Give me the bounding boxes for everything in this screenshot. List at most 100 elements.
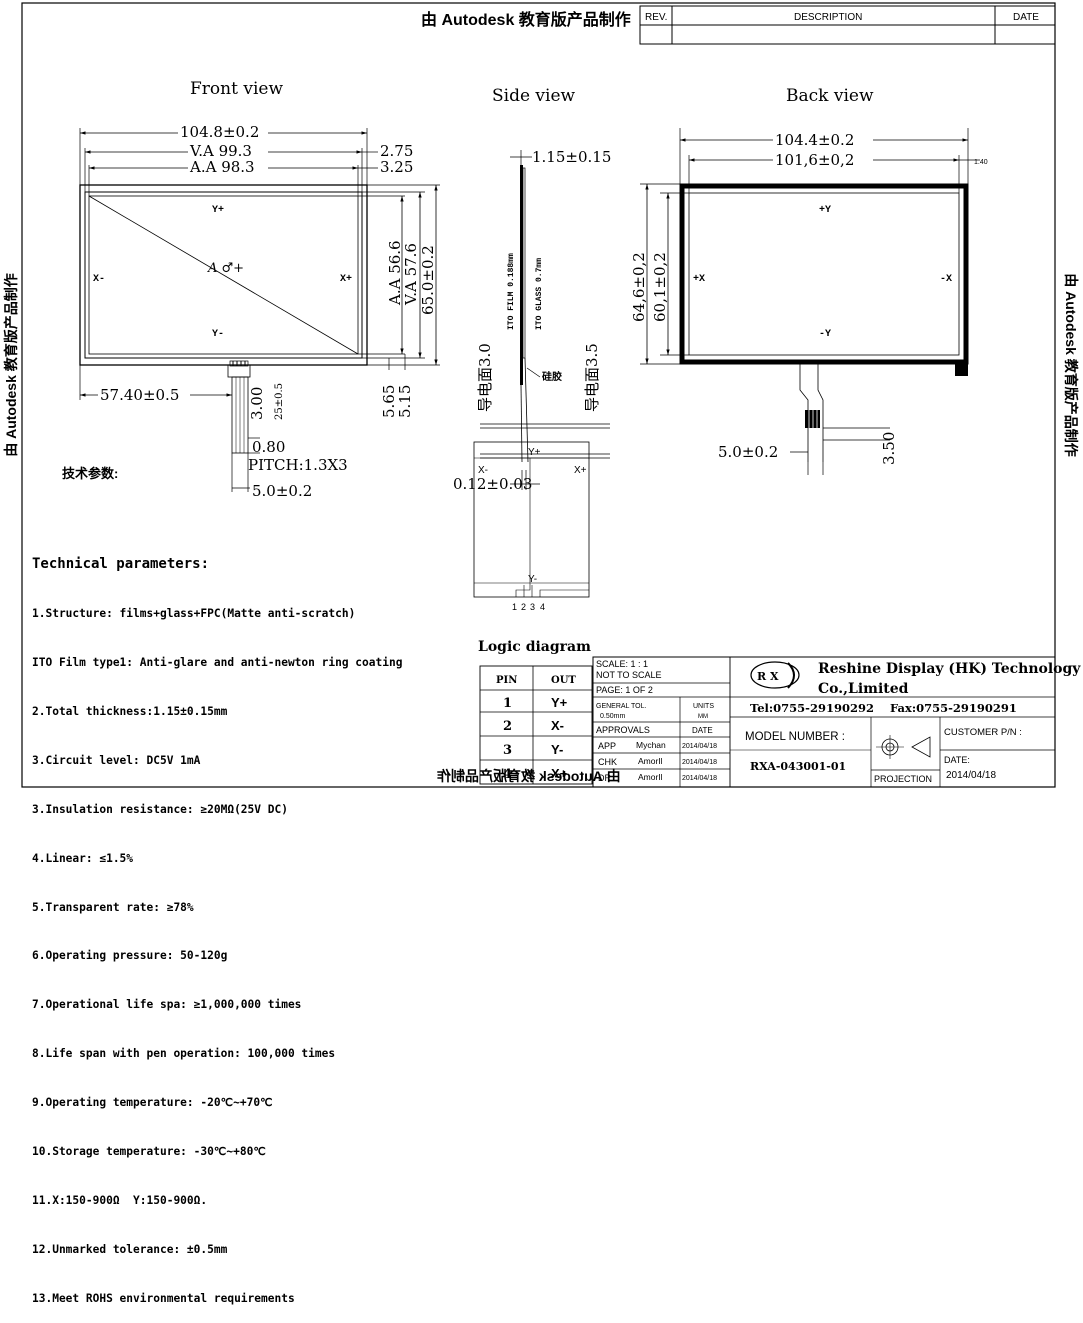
front-dim-aa: A.A 98.3 <box>189 158 255 176</box>
front-center-mark: A ♂+ <box>207 261 244 276</box>
dr-label: DR <box>598 773 611 783</box>
tech-line-4: 3.Circuit level: DC5V 1mA <box>32 753 201 767</box>
technical-parameters: Technical parameters: 1.Structure: films… <box>32 521 402 1323</box>
front-dim-aa-h: A.A 56.6 <box>386 240 404 306</box>
table-row-3-pin: 3 <box>503 743 512 758</box>
description-header: DESCRIPTION <box>794 12 862 23</box>
model-number-label: MODEL NUMBER : <box>745 731 845 743</box>
title-block: SCALE: 1 : 1 NOT TO SCALE PAGE: 1 OF 2 G… <box>592 656 1081 788</box>
company-fax: Fax:0755-29190291 <box>890 701 1017 715</box>
logic-pin-4: 4 <box>540 602 545 612</box>
units-label: UNITS <box>693 703 714 710</box>
tech-line-2: ITO Film type1: Anti-glare and anti-newt… <box>32 656 403 670</box>
out-header: OUT <box>551 675 576 686</box>
table-row-4-out: X+ <box>551 766 568 781</box>
logic-pin-1: 1 <box>512 602 517 612</box>
side-view: Side view 1.15±0.15 ITO FILM 0.188mm ITO… <box>453 86 611 493</box>
chk-name: AmorIl <box>638 756 663 766</box>
watermark-bottom: 由 Autodesk 教育版产品制作 <box>437 768 621 784</box>
tech-line-15: 13.Meet ROHS environmental requirements <box>32 1291 295 1305</box>
tech-line-10: 8.Life span with pen operation: 100,000 … <box>32 1047 336 1061</box>
general-tol-label: GENERAL TOL. <box>596 703 647 710</box>
watermark-right: 由 Autodesk 教育版产品制作 <box>1063 273 1079 457</box>
customer-pn-label: CUSTOMER P/N : <box>944 727 1022 738</box>
front-dim-fpc-w: 5.0±0.2 <box>252 482 312 500</box>
back-dim-w2: 101,6±0,2 <box>775 151 854 169</box>
technical-heading: Technical parameters: <box>32 555 210 572</box>
sheet-border <box>21 2 1056 788</box>
tech-line-6: 4.Linear: ≤1.5% <box>32 851 134 865</box>
tech-line-8: 6.Operating pressure: 50-120g <box>32 949 228 963</box>
back-dim-h2: 60,1±0,2 <box>651 252 669 322</box>
app-label: APP <box>598 741 616 751</box>
side-dim-012: 0.12±0.03 <box>453 475 532 493</box>
tech-line-3: 2.Total thickness:1.15±0.15mm <box>32 704 228 718</box>
logic-label-ym: Y- <box>528 574 537 585</box>
title-date: 2014/04/18 <box>946 770 996 781</box>
back-label-ym: -Y <box>819 329 831 340</box>
side-dim-thick: 1.15±0.15 <box>532 148 611 166</box>
side-ito-film <box>520 165 523 385</box>
front-aa-outline <box>88 195 359 355</box>
chk-date: 2014/04/18 <box>682 759 717 766</box>
dr-date: 2014/04/18 <box>682 775 717 782</box>
back-dim-h: 64,6±0,2 <box>630 252 648 322</box>
table-row-4-pin: 4 <box>503 767 512 782</box>
pin-header: PIN <box>496 675 517 686</box>
page-label: PAGE: 1 OF 2 <box>596 685 653 695</box>
not-to-scale-label: NOT TO SCALE <box>596 670 662 680</box>
company-logo-text: R X <box>757 670 779 683</box>
front-dim-pitch: PITCH:1.3X3 <box>248 456 348 474</box>
front-dim-515: 5.15 <box>396 385 414 418</box>
front-dim-275: 2.75 <box>380 142 413 160</box>
logic-label-xm: X- <box>478 465 488 476</box>
projection-label: PROJECTION <box>874 774 932 784</box>
tech-line-7: 5.Transparent rate: ≥78% <box>32 900 194 914</box>
back-frame <box>679 183 969 365</box>
side-dim-right: 导电面3.5 <box>583 343 601 412</box>
front-dim-25: 25±0.5 <box>274 383 285 420</box>
side-dim-left: 导电面3.0 <box>476 343 494 412</box>
watermark-left: 由 Autodesk 教育版产品制作 <box>3 273 19 457</box>
back-view: Back view +Y -Y +X -X 104.4±0.2 101,6±0,… <box>630 86 988 475</box>
front-dim-va-h: V.A 57.6 <box>402 243 420 306</box>
chk-label: CHK <box>598 757 617 767</box>
front-dim-h: 65.0±0.2 <box>419 245 437 315</box>
app-date: 2014/04/18 <box>682 743 717 750</box>
back-dim-350: 3.50 <box>880 432 898 465</box>
tech-line-12: 10.Storage temperature: -30℃~+80℃ <box>32 1144 266 1158</box>
company-logo <box>750 661 800 689</box>
tech-line-5: 3.Insulation resistance: ≥20MΩ(25V DC) <box>32 802 288 816</box>
tech-line-11: 9.Operating temperature: -20℃~+70℃ <box>32 1096 273 1110</box>
approvals-date-header: DATE <box>692 726 713 735</box>
side-ito-glass-label: ITO GLASS 0.7mm <box>535 258 544 330</box>
watermark-top: 由 Autodesk 教育版产品制作 <box>421 12 631 29</box>
tol-value: 0.50mm <box>600 713 625 720</box>
front-dim-325: 3.25 <box>380 158 413 176</box>
front-label-xp: X+ <box>340 274 352 285</box>
drawing-sheet: REV. DESCRIPTION DATE Front view Y+ Y- X… <box>21 2 1081 788</box>
logic-diagram-title: Logic diagram <box>478 639 591 655</box>
pin-table: PIN OUT 1 Y+ 2 X- 3 Y- 4 X+ <box>479 665 593 785</box>
table-row-3-out: Y- <box>551 742 563 757</box>
tech-line-9: 7.Operational life spa: ≥1,000,000 times <box>32 998 302 1012</box>
front-panel-outline <box>79 184 368 366</box>
front-view: Front view Y+ Y- X- X+ A ♂+ 104.8±0.2 V.… <box>79 79 440 500</box>
date-label: DATE: <box>944 755 970 765</box>
front-label-yp: Y+ <box>212 205 224 216</box>
approvals-label: APPROVALS <box>596 725 650 735</box>
back-dim-w: 104.4±0.2 <box>775 131 854 149</box>
front-label-xm: X- <box>93 274 105 285</box>
table-row-2-out: X- <box>551 718 564 733</box>
front-dim-300: 3.00 <box>248 387 266 420</box>
logic-pin-2: 2 <box>521 602 526 612</box>
tech-label-cn: 技术参数: <box>62 466 118 481</box>
app-name: Mychan <box>636 740 666 750</box>
back-dim-fpc: 5.0±0.2 <box>718 443 778 461</box>
tech-line-13: 11.X:150-900Ω Y:150-900Ω. <box>32 1193 208 1207</box>
tech-line-14: 12.Unmarked tolerance: ±0.5mm <box>32 1242 228 1256</box>
back-dim-140: 1.40 <box>974 159 988 166</box>
company-name-1: Reshine Display (HK) Technology <box>818 661 1081 677</box>
front-va-outline <box>84 191 363 359</box>
front-view-title: Front view <box>190 79 283 99</box>
